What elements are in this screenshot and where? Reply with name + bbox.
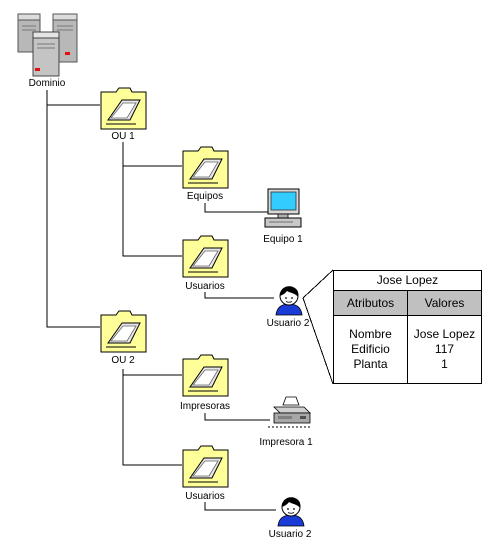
attribute-name-cell: Edificio [351, 342, 390, 356]
domain-label: Dominio [28, 78, 66, 89]
usuarios2-label: Usuarios [185, 491, 225, 502]
connector-domain-ou1 [46, 90, 100, 106]
attributes-table-title: Jose Lopez [334, 271, 481, 291]
connector-ou1-equipos [122, 142, 182, 167]
connector-equipos-equipo1 [204, 203, 270, 213]
server-cluster-icon [17, 13, 78, 77]
folder-icon [100, 87, 147, 130]
impresoras-folder[interactable] [182, 353, 230, 397]
ou1-folder[interactable] [100, 86, 148, 130]
attribute-value-cell: Jose Lopez [413, 327, 476, 341]
impresora1-label: Impresora 1 [259, 437, 313, 448]
folder-icon [182, 146, 229, 189]
user-icon [277, 497, 305, 527]
callout-line-bottom [302, 297, 334, 385]
attribute-value-cell: 117 [434, 342, 455, 356]
attributes-table-header: Atributos Valores [334, 291, 481, 316]
connector-domain-ou2 [46, 105, 100, 328]
ou1-label: OU 1 [111, 131, 135, 142]
folder-icon [182, 235, 229, 278]
equipos-folder[interactable] [182, 145, 230, 189]
usuarios2-folder[interactable] [182, 444, 230, 488]
ou2-label: OU 2 [111, 355, 135, 366]
equipos-label: Equipos [186, 191, 224, 202]
attributes-column-header: Atributos [334, 291, 408, 315]
usuario2b-user[interactable] [276, 495, 306, 527]
connector-ou1-usuarios [122, 166, 182, 257]
connector-usuarios2-usuario2 [204, 502, 276, 511]
connector-usuarios-usuario2 [204, 292, 274, 299]
attribute-name-cell: Nombre [349, 327, 392, 341]
impresoras-label: Impresoras [179, 401, 231, 412]
attributes-column: Nombre Edificio Planta [334, 316, 408, 384]
user-icon [275, 286, 303, 316]
usuario2a-label: Usuario 2 [266, 318, 310, 329]
usuarios1-label: Usuarios [185, 281, 225, 292]
values-column: Jose Lopez 117 1 [408, 316, 481, 384]
callout-line-top [302, 269, 334, 299]
connector-impresoras-impresora1 [204, 413, 270, 421]
printer-icon [268, 396, 312, 428]
folder-icon [100, 310, 147, 353]
domain-node[interactable] [15, 12, 81, 78]
computer-icon [264, 188, 302, 228]
connector-ou2-impresoras [122, 369, 182, 376]
usuarios1-folder[interactable] [182, 234, 230, 278]
user-attributes-table: Jose Lopez Atributos Valores Nombre Edif… [333, 270, 482, 384]
usuario2a-user[interactable] [274, 284, 304, 316]
impresora1-printer[interactable] [266, 395, 314, 431]
folder-icon [182, 445, 229, 488]
attribute-value-cell: 1 [441, 357, 448, 371]
equipo1-computer[interactable] [263, 188, 303, 230]
folder-icon [182, 354, 229, 397]
connector-ou2-usuarios [122, 375, 182, 466]
equipo1-label: Equipo 1 [263, 234, 303, 245]
attributes-table-body: Nombre Edificio Planta Jose Lopez 117 1 [334, 316, 481, 384]
ou2-folder[interactable] [100, 309, 148, 353]
values-column-header: Valores [408, 291, 481, 315]
attribute-name-cell: Planta [353, 357, 388, 371]
usuario2b-label: Usuario 2 [268, 529, 312, 540]
